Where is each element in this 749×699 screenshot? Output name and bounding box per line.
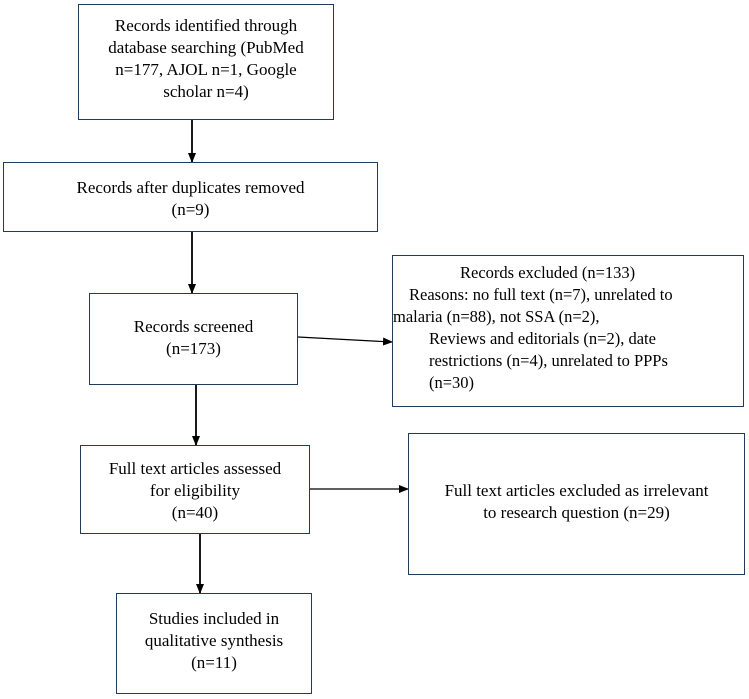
studies-included-line-1: Studies included in [148, 609, 280, 628]
records-excluded-reasons-4: restrictions (n=4), unrelated to PPPs [429, 351, 668, 370]
records-screened-box: Records screened (n=173) [89, 293, 298, 385]
full-text-assessed-line-1: Full text articles assessed [108, 459, 282, 478]
arrow-screened-to-excluded [297, 336, 393, 346]
records-identified-box: Records identified through database sear… [78, 4, 334, 120]
records-identified-line-1: Records identified through [114, 16, 298, 35]
records-excluded-title: Records excluded (n=133) [460, 263, 636, 282]
full-text-assessed-line-2: for eligibility [149, 481, 241, 500]
studies-included-line-2: qualitative synthesis [144, 631, 284, 650]
records-identified-line-2: database searching (PubMed [108, 38, 304, 57]
records-screened-line-1: Records screened [133, 317, 254, 336]
records-excluded-reasons-1: Reasons: no full text (n=7), unrelated t… [409, 285, 673, 304]
full-text-assessed-line-3: (n=40) [171, 503, 219, 522]
records-identified-line-4: scholar n=4) [163, 82, 249, 101]
studies-included-line-3: (n=11) [191, 653, 237, 672]
records-excluded-reasons-3: Reviews and editorials (n=2), date [429, 329, 656, 348]
records-excluded-reasons-2: malaria (n=88), not SSA (n=2), [393, 307, 600, 326]
records-excluded-reasons-5: (n=30) [429, 373, 475, 392]
full-text-excluded-line-2: to research question (n=29) [483, 503, 670, 522]
duplicates-removed-box: Records after duplicates removed (n=9) [3, 162, 378, 232]
records-screened-line-2: (n=173) [166, 339, 221, 358]
duplicates-removed-line-1: Records after duplicates removed [76, 178, 305, 197]
studies-included-box: Studies included in qualitative synthesi… [116, 593, 312, 694]
duplicates-removed-line-2: (n=9) [171, 200, 210, 219]
records-excluded-box: Records excluded (n=133) Reasons: no ful… [392, 255, 744, 407]
full-text-assessed-box: Full text articles assessed for eligibil… [80, 445, 310, 534]
full-text-excluded-box: Full text articles excluded as irrelevan… [408, 433, 745, 575]
records-identified-line-3: n=177, AJOL n=1, Google [115, 60, 297, 79]
full-text-excluded-line-1: Full text articles excluded as irrelevan… [444, 481, 709, 500]
